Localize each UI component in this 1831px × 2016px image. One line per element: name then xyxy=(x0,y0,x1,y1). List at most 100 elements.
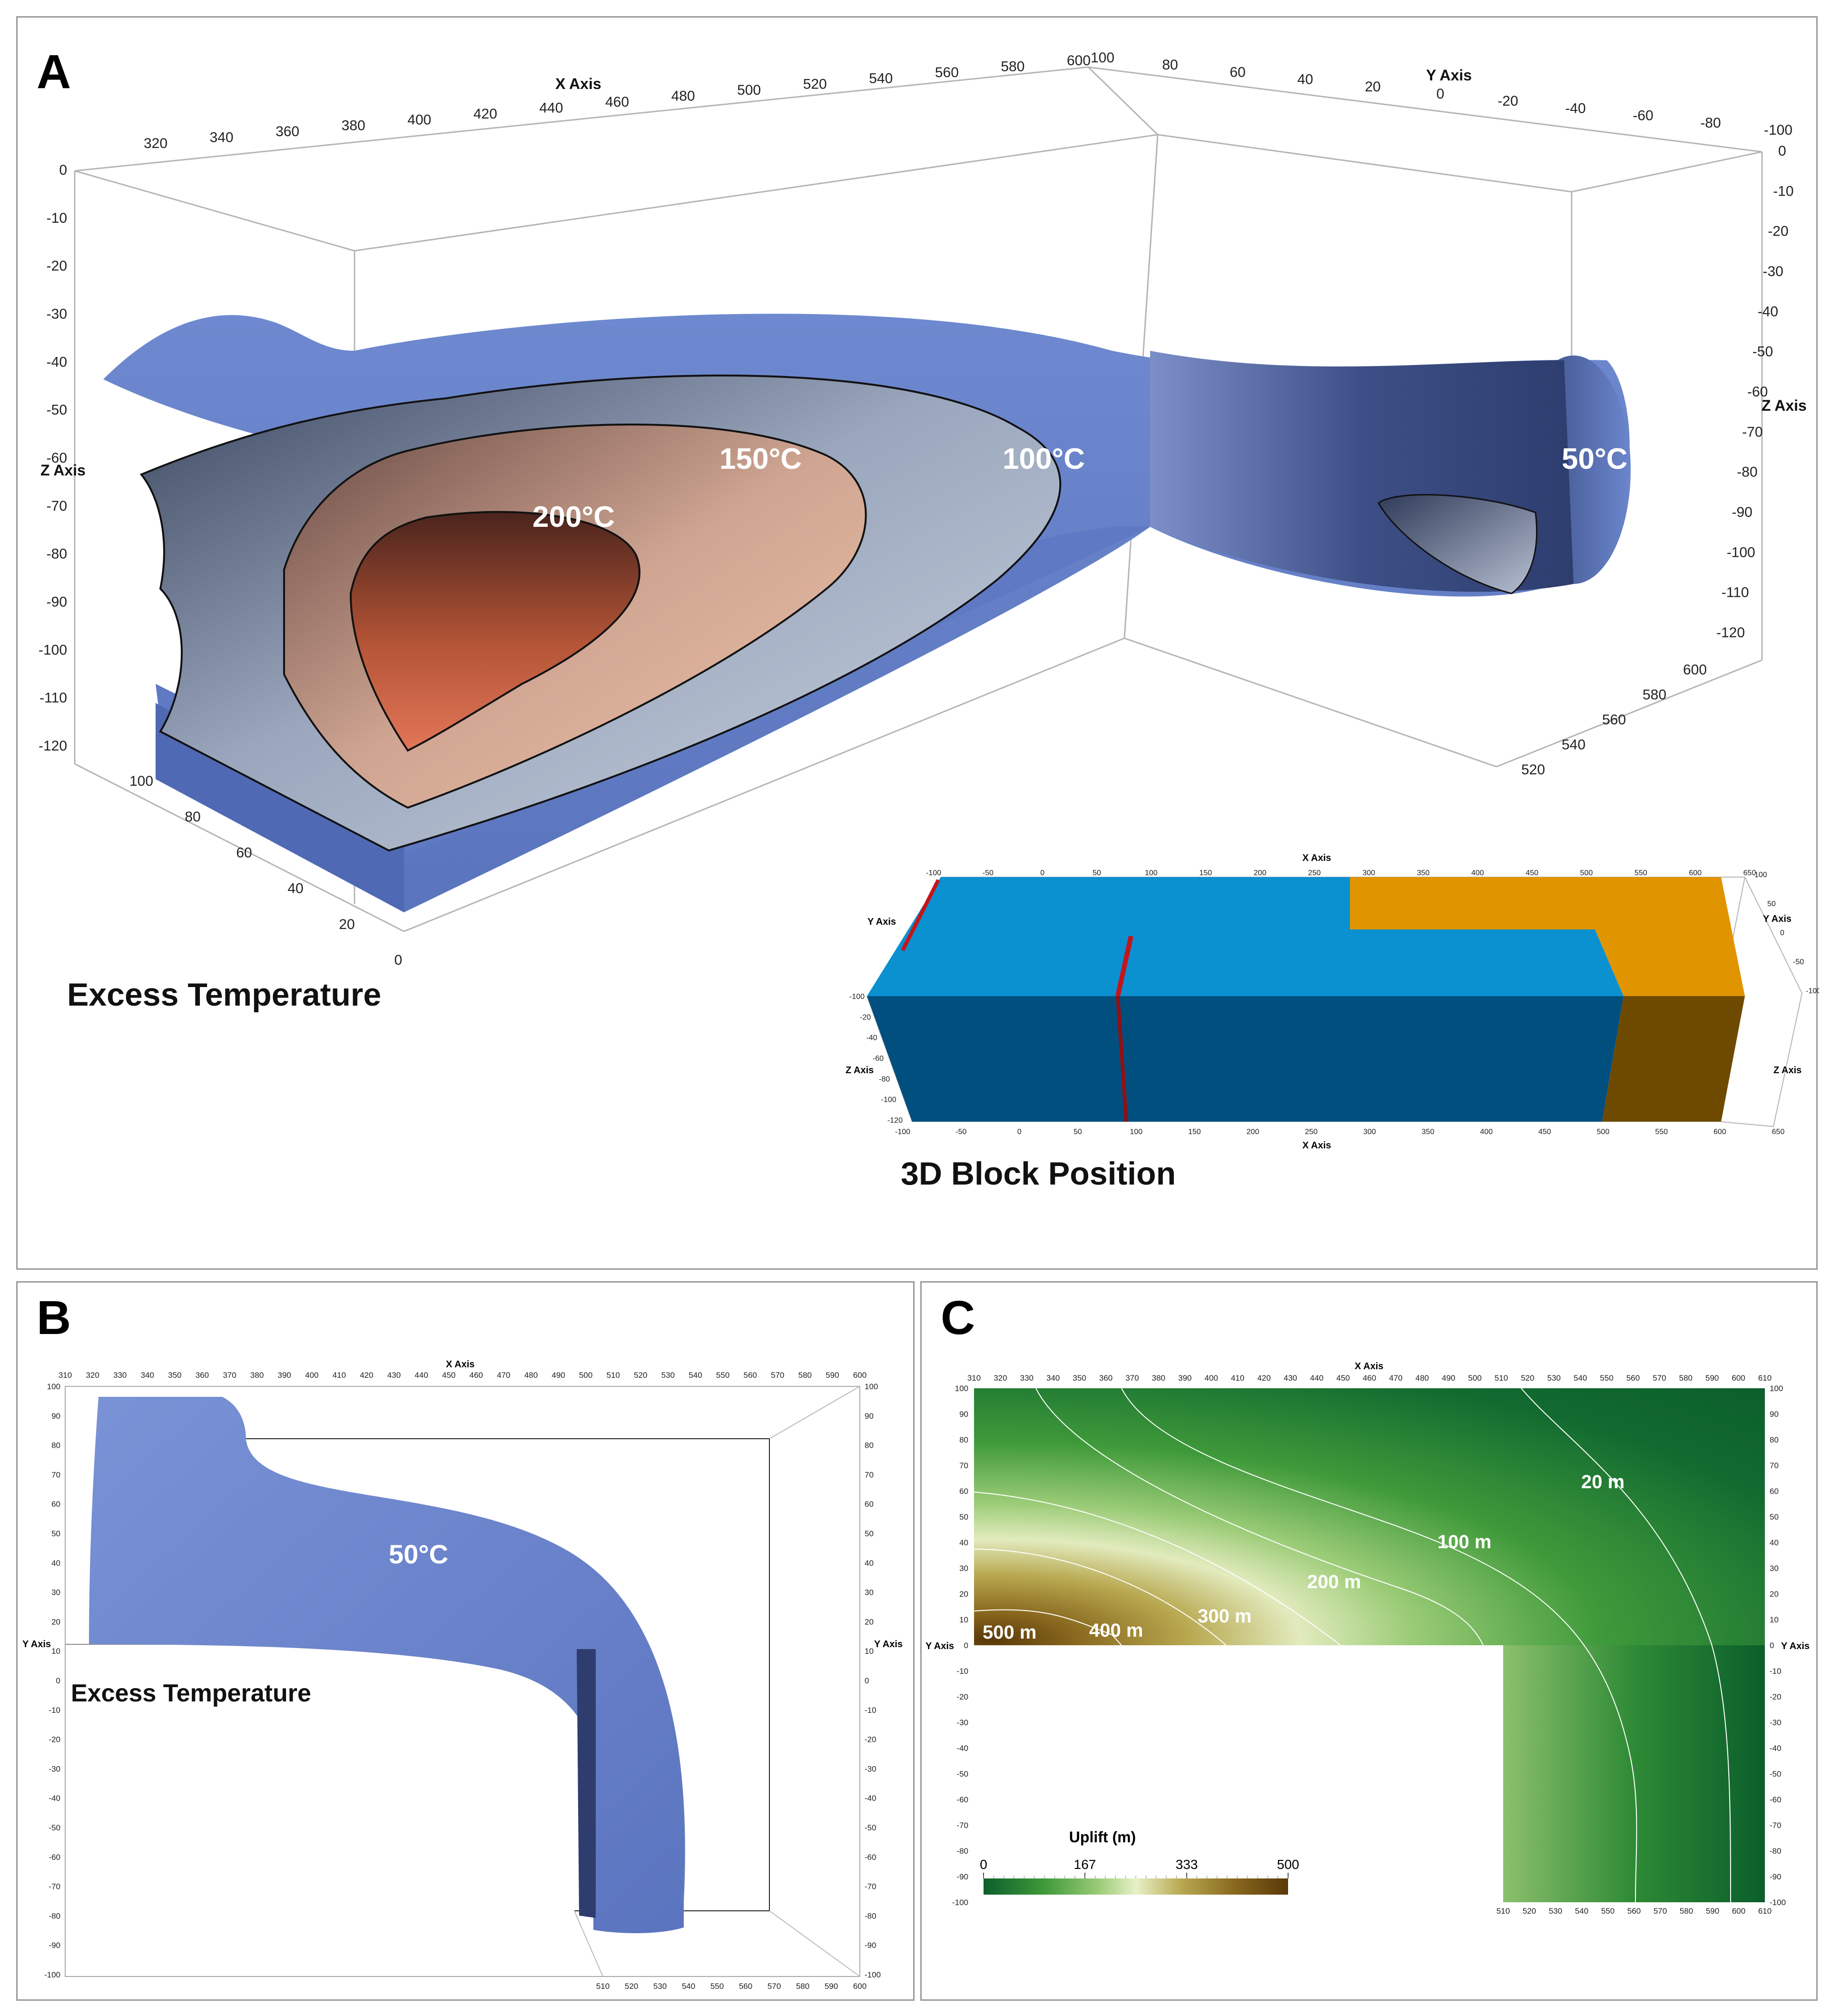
c-y-tick-right-10: 0 xyxy=(1770,1641,1774,1650)
b-y-tick-right-15: -50 xyxy=(865,1823,876,1832)
inset-x-tick-bottom-8: 300 xyxy=(1363,1128,1376,1136)
c-x-tick-15: 460 xyxy=(1363,1374,1376,1383)
c-xbottom-tick-5: 560 xyxy=(1627,1907,1641,1916)
inset-y-tick-1: 50 xyxy=(1767,900,1776,908)
c-x-tick-4: 350 xyxy=(1073,1374,1086,1383)
c-y-tick-right-11: -10 xyxy=(1770,1667,1782,1676)
b-x-tick-11: 420 xyxy=(360,1371,373,1380)
b-x-tick-18: 490 xyxy=(551,1371,565,1380)
inset-x-tick-bottom-4: 100 xyxy=(1130,1128,1142,1136)
a-x-tick-5: 420 xyxy=(473,106,497,122)
b-y-tick-right-13: -30 xyxy=(865,1764,876,1773)
c-xbottom-tick-0: 510 xyxy=(1496,1907,1510,1916)
b-x-tick-23: 540 xyxy=(689,1371,702,1380)
c-y-tick-left-16: -60 xyxy=(956,1795,968,1804)
a-z-tick-left-4: -40 xyxy=(47,354,67,370)
b-x-tick-7: 380 xyxy=(250,1371,264,1380)
a-yfront-tick-5: 0 xyxy=(394,952,403,968)
a-x-tick-13: 580 xyxy=(1001,59,1024,74)
a-z-tick-right-11: -110 xyxy=(1722,585,1749,601)
inset-y-axis-title-left: Y Axis xyxy=(867,917,896,927)
inset-fault-1 xyxy=(1115,935,1133,997)
b-y-tick-left-19: -90 xyxy=(49,1941,60,1950)
a-z-tick-right-0: 0 xyxy=(1778,143,1786,159)
b-x-tick-27: 580 xyxy=(798,1371,812,1380)
inset-x-tick-bottom-0: -100 xyxy=(895,1128,910,1136)
b-x-tick-6: 370 xyxy=(223,1371,236,1380)
c-y-tick-right-12: -20 xyxy=(1770,1692,1782,1701)
inset-x-tick-top-1: -50 xyxy=(983,869,994,877)
a-z-tick-right-5: -50 xyxy=(1752,344,1773,360)
inset-x-tick-bottom-6: 200 xyxy=(1247,1128,1260,1136)
inset-z-tick-1: -20 xyxy=(860,1013,871,1021)
inset-fault-3 xyxy=(901,879,940,951)
c-x-tick-22: 530 xyxy=(1547,1374,1561,1383)
b-x-tick-21: 520 xyxy=(634,1371,647,1380)
inset-x-tick-top-15: 650 xyxy=(1743,869,1756,877)
panel-c: C 500 m 400 m 300 m 200 m 100 m 20 m X A… xyxy=(920,1281,1818,2001)
inner-lobe-50c xyxy=(1378,494,1537,594)
c-y-tick-right-17: -70 xyxy=(1770,1821,1782,1830)
c-y-tick-left-11: -10 xyxy=(956,1667,968,1676)
a-y-tick-6: -20 xyxy=(1497,93,1518,109)
c-y-tick-right-1: 90 xyxy=(1770,1410,1779,1419)
b-y-tick-left-20: -100 xyxy=(44,1970,60,1979)
z-axis-title-right: Z Axis xyxy=(1762,397,1807,414)
b-x-tick-15: 460 xyxy=(470,1371,483,1380)
a-xright-tick-2: 560 xyxy=(1602,712,1626,728)
b-y-tick-left-13: -30 xyxy=(49,1764,60,1773)
contour-label-300: 300 m xyxy=(1198,1606,1251,1627)
a-y-tick-7: -40 xyxy=(1565,100,1585,116)
c-y-tick-right-4: 60 xyxy=(1770,1487,1779,1496)
b-x-tick-10: 410 xyxy=(333,1371,346,1380)
a-y-tick-0: 100 xyxy=(1091,50,1114,66)
inset-x-tick-bottom-9: 350 xyxy=(1422,1128,1435,1136)
panel-b-letter: B xyxy=(37,1291,71,1344)
a-y-tick-9: -80 xyxy=(1700,115,1721,131)
b-y-tick-right-4: 60 xyxy=(865,1500,874,1509)
c-y-tick-left-18: -80 xyxy=(956,1847,968,1856)
contour-label-100: 100 m xyxy=(1437,1532,1491,1552)
inset-z-tick-2: -40 xyxy=(866,1034,877,1042)
inset-x-tick-bottom-13: 550 xyxy=(1655,1128,1668,1136)
uplift-map-lower xyxy=(1503,1645,1765,1902)
a-x-tick-6: 440 xyxy=(539,100,563,116)
c-x-tick-7: 380 xyxy=(1152,1374,1165,1383)
a-z-tick-left-12: -120 xyxy=(39,738,67,754)
b-xbottom-tick-2: 530 xyxy=(653,1982,667,1991)
panel-c-y-tick-labels-left: 1009080706050403020100-10-20-30-40-50-60… xyxy=(952,1384,968,1907)
a-z-tick-left-8: -80 xyxy=(47,546,67,562)
inset-caption: 3D Block Position xyxy=(901,1156,1176,1192)
inset-z-tick-3: -60 xyxy=(873,1055,884,1063)
c-x-tick-20: 510 xyxy=(1495,1374,1508,1383)
inset-x-tick-bottom-11: 450 xyxy=(1538,1128,1551,1136)
c-y-tick-left-12: -20 xyxy=(956,1692,968,1701)
c-x-tick-11: 420 xyxy=(1257,1374,1270,1383)
b-y-tick-right-6: 40 xyxy=(865,1559,874,1568)
c-y-tick-right-14: -40 xyxy=(1770,1744,1782,1753)
a-yfront-tick-3: 40 xyxy=(287,881,303,897)
c-y-tick-left-3: 70 xyxy=(959,1461,968,1470)
a-z-tick-right-4: -40 xyxy=(1758,304,1778,319)
b-y-tick-left-10: 0 xyxy=(56,1676,60,1685)
colorbar-gradient xyxy=(984,1878,1288,1895)
inset-z-tick-4: -80 xyxy=(879,1075,890,1083)
c-y-tick-left-0: 100 xyxy=(955,1384,968,1393)
a-z-tick-left-3: -30 xyxy=(47,306,67,322)
c-xbottom-tick-7: 580 xyxy=(1680,1907,1693,1916)
b-y-tick-left-14: -40 xyxy=(49,1794,60,1803)
a-xright-tick-0: 600 xyxy=(1683,662,1707,678)
c-x-tick-17: 480 xyxy=(1416,1374,1429,1383)
inset-x-tick-top-3: 50 xyxy=(1093,869,1101,877)
inset-x-tick-top-2: 0 xyxy=(1040,869,1044,877)
isotherm-label-150: 150°C xyxy=(719,443,802,475)
c-y-tick-left-2: 80 xyxy=(959,1435,968,1444)
a-y-tick-8: -60 xyxy=(1633,108,1653,124)
a-xright-tick-3: 540 xyxy=(1562,737,1585,753)
inset-x-tick-bottom-15: 650 xyxy=(1772,1128,1785,1136)
a-y-tick-2: 60 xyxy=(1230,64,1245,80)
b-y-tick-left-4: 60 xyxy=(51,1500,60,1509)
